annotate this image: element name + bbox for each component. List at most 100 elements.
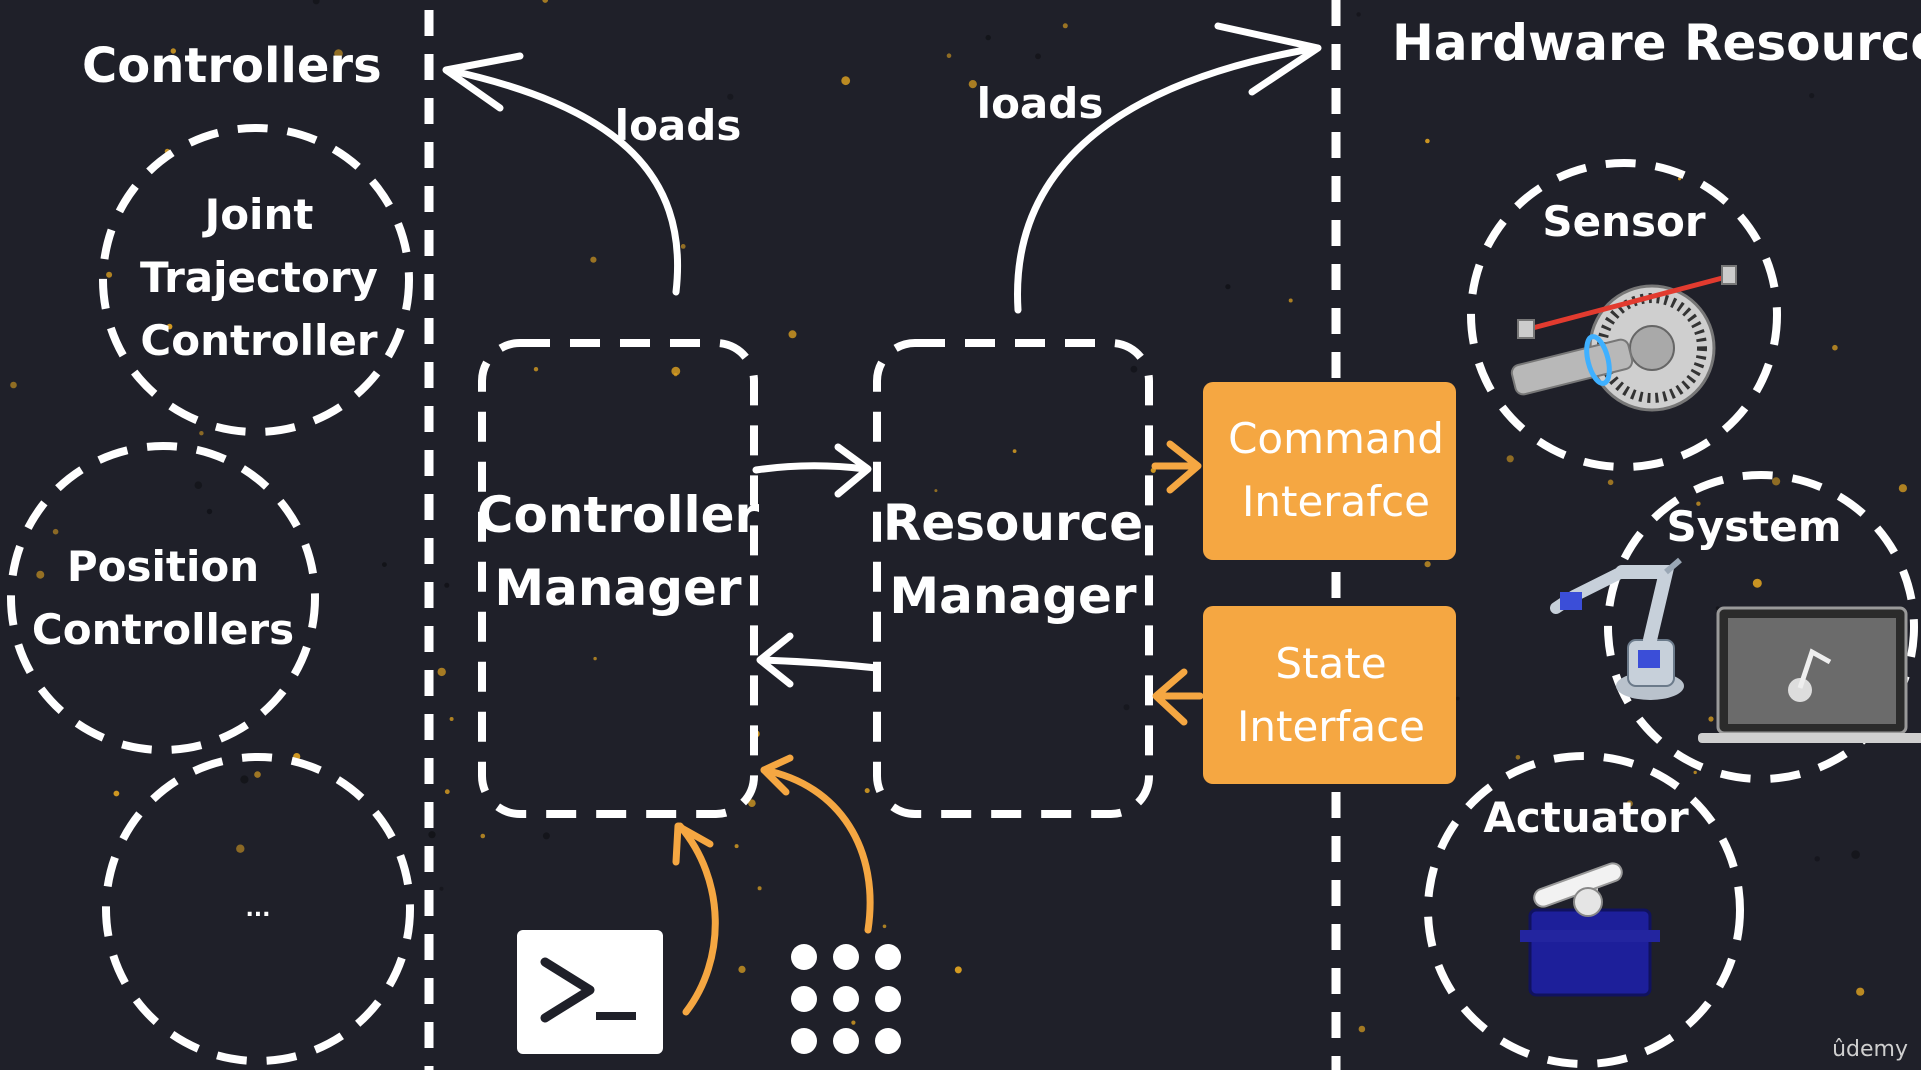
grid-dot [875,1028,901,1054]
speckle [1856,987,1865,996]
speckle [206,508,213,515]
speckle [444,582,450,588]
sensor-label: Sensor [1542,197,1705,246]
state-interface-box: State Interface [1203,606,1456,784]
speckle [437,667,446,677]
controller-joint-trajectory: Joint Trajectory Controller [99,124,413,436]
speckle [1062,23,1068,29]
command-interface-label: Interafce [1242,477,1430,526]
speckle [940,598,944,602]
system-label: System [1667,502,1842,551]
speckle [334,49,343,58]
speckle [428,831,436,839]
controller-label-line: Joint [202,190,314,239]
actuator-label: Actuator [1483,793,1689,842]
speckle [157,71,162,76]
terminal-icon [517,930,663,1054]
hardware-sensor: Sensor [1467,159,1781,471]
speckle [680,244,686,249]
grid-dot [833,986,859,1012]
speckle [36,570,45,579]
speckle [1809,93,1815,99]
speckle [52,528,59,535]
grid-dot [791,1028,817,1054]
speckle [954,966,962,974]
udemy-watermark: ûdemy [1832,1037,1908,1062]
controller-label-line: Trajectory [140,253,378,302]
laptop-image [1698,606,1921,743]
grid-dots-icon [791,944,901,1054]
robot-arm-image [1550,557,1684,700]
loads-arrow-left [442,52,681,296]
speckle [542,832,550,840]
speckle [1772,477,1781,486]
speckle [1067,604,1071,609]
arrow-to-command-interface [1151,440,1202,494]
speckle [1708,716,1714,722]
speckle [166,323,173,330]
speckle [864,788,870,794]
speckle [382,562,387,567]
speckle [1425,138,1430,144]
speckle [1607,479,1614,486]
grid-dot [791,944,817,970]
grid-dot [791,986,817,1012]
speckle [757,886,762,891]
speckle [194,481,203,490]
speckle [968,80,977,89]
speckle [1752,578,1762,588]
loads-label-right: loads [977,79,1104,128]
grid-dot [875,944,901,970]
speckle [841,76,851,86]
speckle [1225,284,1231,290]
speckle [449,717,454,721]
speckle [1130,365,1138,373]
speckle [1814,856,1820,862]
speckle [788,330,797,339]
speckle [236,844,245,853]
speckle [734,844,739,849]
loads-arrow-right [1014,22,1322,314]
speckle [1012,449,1017,453]
arrow-from-state-interface [1152,668,1204,726]
controller-manager-label: Controller [477,486,760,544]
speckle [542,0,549,3]
resource-manager: Resource Manager [873,339,1153,818]
speckle [106,271,113,278]
speckle [1678,177,1681,181]
speckle [946,53,952,58]
speckle [480,833,486,839]
state-interface-label: Interface [1237,702,1425,751]
speckle [1356,12,1361,17]
controller-manager-label: Manager [494,559,742,617]
speckle [170,48,176,54]
grid-dot [833,944,859,970]
encoder-image [1510,265,1737,412]
speckle [590,256,597,263]
arrow-to-controller-manager [756,632,881,688]
speckle [439,886,444,891]
speckle [1035,53,1041,60]
loads-label-left: loads [615,101,742,150]
speckle [748,799,756,807]
speckle [851,1020,856,1025]
arrow-apps-to-controller-manager [760,754,874,934]
speckle [1506,455,1514,463]
speckle [671,366,681,376]
speckle [934,489,938,493]
speckle [254,771,261,778]
speckle [113,790,120,797]
speckle [1696,501,1701,506]
speckle [10,381,17,389]
speckle [444,789,450,795]
speckle [1851,850,1860,859]
controllers-title: Controllers [82,38,382,94]
speckle [533,367,539,372]
arrow-terminal-to-controller-manager [672,822,719,1016]
speckle [985,34,991,41]
state-interface-label: State [1275,639,1386,688]
speckle [1515,755,1521,760]
speckle [199,431,204,436]
hardware-actuator: Actuator [1424,752,1744,1068]
